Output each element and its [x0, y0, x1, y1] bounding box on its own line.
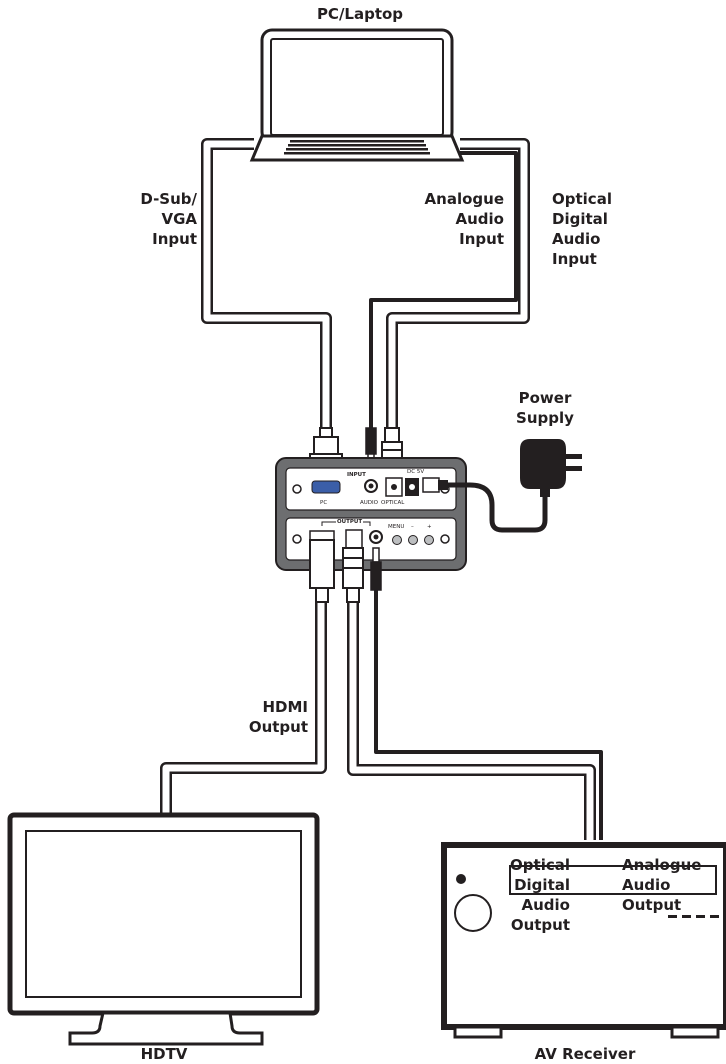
power-adapter-icon [520, 439, 582, 497]
device-optical-label: OPTICAL [381, 500, 405, 506]
vga-input-label: D-Sub/ VGA Input [140, 190, 197, 248]
vga-cable [201, 138, 332, 440]
device-plus-label: + [427, 524, 432, 530]
analogue-audio-output-label: Analogue Audio Output [622, 856, 702, 914]
av-receiver-label: AV Receiver [534, 1045, 636, 1063]
device-output-label: OUTPUT [336, 519, 364, 525]
hdmi-plug [309, 539, 335, 603]
device-audio-label: AUDIO [360, 500, 378, 506]
device-dc-label: DC 5V [407, 469, 425, 475]
optical-input-cable [386, 138, 530, 430]
optical-digital-audio-input-label: Optical Digital Audio Input [552, 190, 612, 268]
optical-digital-audio-output-label: Optical Digital Audio Output [510, 856, 570, 934]
device-input-label: INPUT [347, 472, 366, 478]
hdmi-output-cable [160, 600, 327, 815]
power-supply-label: Power Supply [516, 389, 574, 427]
power-plug [422, 477, 448, 493]
analogue-audio-input-label: Analogue Audio Input [424, 190, 504, 248]
power-cable [440, 482, 548, 533]
device-menu-label: MENU [388, 524, 405, 530]
analogue-audio-input-cable [369, 151, 518, 430]
pc-laptop-label: PC/Laptop [316, 5, 404, 23]
audio-output-plug [370, 547, 382, 591]
device-minus-label: – [411, 524, 414, 530]
converter-device [275, 457, 467, 571]
laptop-icon [249, 28, 465, 162]
optical-output-plug [342, 547, 364, 603]
hdtv-icon [7, 812, 320, 1046]
device-pc-label: PC [320, 500, 328, 506]
optical-output-cable [347, 600, 596, 840]
hdmi-output-label: HDMI Output [248, 698, 308, 736]
av-receiver-icon [441, 842, 726, 1039]
hdtv-label: HDTV [140, 1045, 188, 1063]
analogue-audio-output-cable [374, 590, 603, 840]
